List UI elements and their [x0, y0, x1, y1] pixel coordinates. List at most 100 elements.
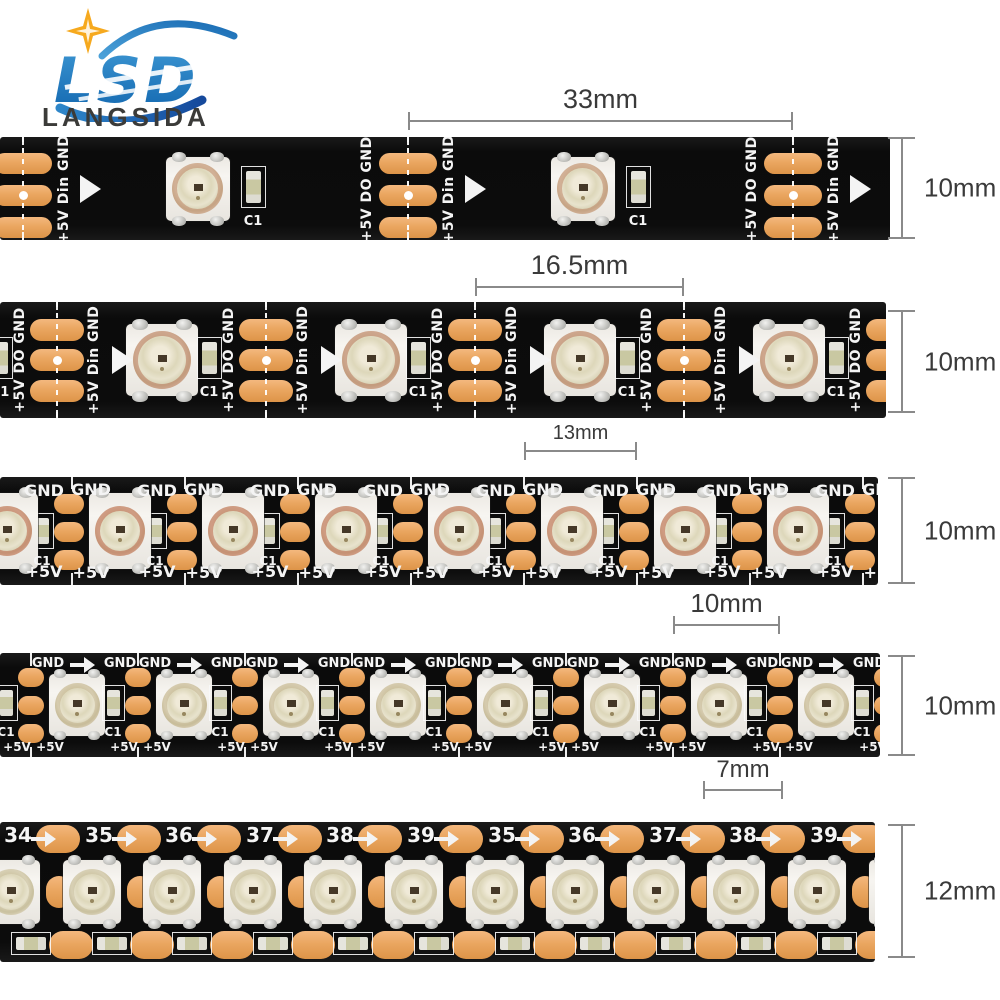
led-pin	[584, 563, 598, 574]
dimension-label: 13mm	[552, 422, 609, 444]
led-pin	[471, 919, 484, 929]
led-chip	[156, 669, 212, 740]
capacitor-outline	[333, 932, 373, 955]
led-pin	[837, 731, 849, 740]
led-pin	[385, 319, 401, 330]
dimension-line	[673, 624, 780, 626]
led-pin	[550, 319, 566, 330]
edge-tick	[30, 747, 32, 757]
led-pin	[696, 669, 708, 678]
flow-arrow-icon	[770, 831, 781, 847]
silk-label: +5V	[138, 562, 176, 581]
solder-pad	[232, 696, 258, 715]
solder-pad	[553, 724, 579, 743]
led-pin	[623, 731, 635, 740]
led-pin	[547, 563, 561, 574]
dimension-tick	[888, 956, 915, 958]
led-chip	[466, 855, 524, 929]
solder-pad	[393, 550, 423, 570]
led-pin	[132, 487, 146, 498]
edge-tick	[265, 302, 267, 310]
brand-logo: LSD LANGSIDA	[16, 4, 266, 144]
capacitor	[741, 937, 771, 950]
cut-line	[407, 137, 409, 240]
flow-arrow-icon	[676, 837, 691, 841]
silk-label: +5V	[703, 562, 741, 581]
silk-label: C1	[617, 385, 637, 400]
dimension-tick	[703, 781, 705, 799]
edge-tick	[779, 747, 781, 757]
dimension-tick	[888, 582, 915, 584]
solder-pad	[446, 696, 472, 715]
flow-arrow-icon	[529, 831, 540, 847]
silk-label: +5V	[863, 563, 878, 582]
dimension-tick	[888, 824, 915, 826]
edge-tick	[410, 477, 412, 489]
solder-pad	[660, 724, 686, 743]
led-pin	[586, 855, 599, 865]
capacitor	[601, 518, 614, 544]
capacitor-outline	[241, 166, 266, 208]
led-pin	[341, 391, 357, 402]
led-die	[367, 355, 376, 362]
flow-arrow-icon	[605, 663, 620, 667]
solder-pad	[0, 153, 52, 174]
led-dot	[90, 899, 94, 903]
silk-label: C1	[0, 725, 15, 739]
led-pin	[773, 563, 787, 574]
led-chip	[224, 855, 282, 929]
dimension-tick	[673, 616, 675, 634]
silk-label: C1	[824, 554, 842, 568]
width-dimension-strip-4: 10mm	[888, 655, 996, 756]
dimension-line	[475, 286, 684, 288]
solder-pad	[232, 724, 258, 743]
flow-arrow-icon	[712, 663, 727, 667]
capacitor	[827, 518, 840, 544]
led-pin	[229, 855, 242, 865]
edge-tick	[474, 410, 476, 418]
width-dimension-strip-2: 10mm	[888, 310, 996, 413]
solder-pad	[339, 724, 365, 743]
led-pin	[471, 487, 485, 498]
dimension-line	[703, 789, 783, 791]
pad-hole	[404, 191, 413, 200]
capacitor-outline	[626, 166, 651, 208]
flow-arrow-icon	[70, 663, 85, 667]
edge-tick	[862, 477, 864, 489]
edge-tick	[672, 653, 674, 666]
silk-label: +5V	[752, 740, 780, 754]
edge-tick	[407, 137, 409, 145]
silk-label: GND	[138, 656, 172, 671]
led-die	[501, 700, 510, 707]
led-pin	[302, 731, 314, 740]
led-pin	[409, 669, 421, 678]
silk-label: GND	[297, 480, 337, 499]
led-pin	[210, 216, 224, 226]
flow-arrow-icon	[192, 837, 207, 841]
pitch-dimension-strip-3: 13mm	[524, 422, 637, 460]
led-pin	[268, 731, 280, 740]
flow-arrow-icon	[515, 837, 530, 841]
silk-label: +5V Din GND	[295, 305, 311, 415]
led-dot	[412, 899, 416, 903]
edge-tick	[184, 573, 186, 585]
led-pin	[161, 731, 173, 740]
led-dot	[344, 538, 348, 542]
capacitor	[488, 518, 501, 544]
solder-pad	[506, 522, 536, 542]
edge-tick	[351, 653, 353, 666]
width-dimension-strip-3: 10mm	[888, 477, 996, 584]
led-pin	[22, 919, 35, 929]
solder-pad	[452, 931, 496, 959]
dimension-tick	[888, 655, 915, 657]
capacitor-outline	[209, 685, 232, 721]
edge-tick	[22, 137, 24, 145]
led-chip	[202, 487, 264, 574]
led-chip	[869, 855, 875, 929]
capacitor-outline	[637, 685, 660, 721]
led-pin	[506, 855, 519, 865]
led-pin	[557, 152, 571, 162]
led-pin	[697, 563, 711, 574]
silk-label: GND	[363, 481, 403, 500]
pad-hole	[53, 356, 62, 365]
